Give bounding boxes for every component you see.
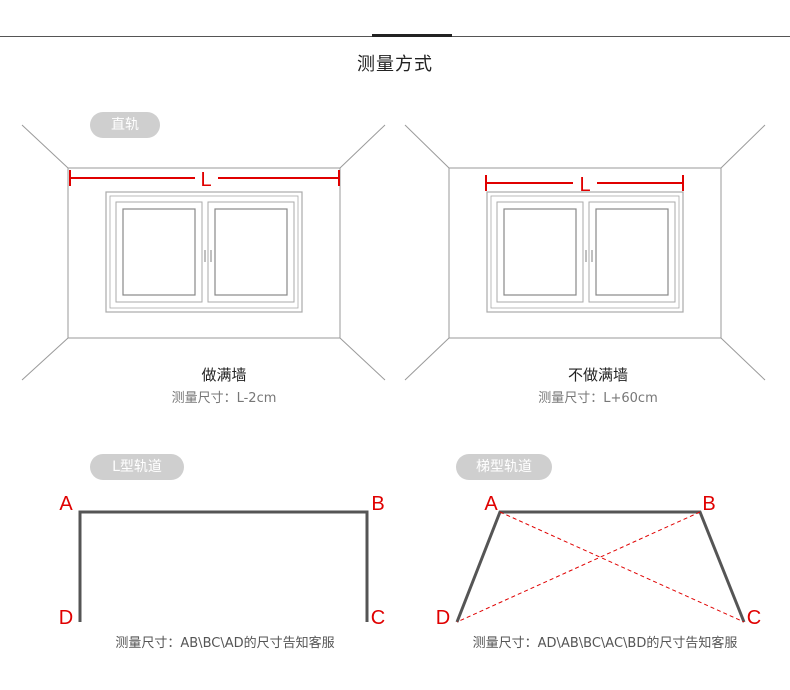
point-c-label: C — [747, 607, 761, 629]
tag-trapezoid-track: 梯型轨道 — [456, 454, 552, 480]
dimension-line-full-wall — [69, 170, 340, 186]
caption-measure: 测量尺寸：L-2cm — [171, 391, 277, 406]
caption-measure: 测量尺寸：L+60cm — [538, 391, 658, 406]
caption-title: 不做满墙 — [567, 366, 628, 384]
dimension-label-l: L — [200, 169, 211, 191]
caption-full-wall: 做满墙 测量尺寸：L-2cm — [104, 364, 344, 406]
l-track-shape — [78, 510, 369, 622]
dimension-line-not-full-wall — [485, 175, 684, 191]
room-full-wall — [21, 124, 386, 381]
point-a-label: A — [484, 493, 498, 515]
l-track-measure-note: 测量尺寸：AB\BC\AD的尺寸告知客服 — [115, 636, 335, 651]
dimension-label-l: L — [579, 174, 590, 196]
room-not-full-wall — [404, 124, 766, 381]
window-full-wall — [105, 191, 303, 313]
header-accent-bar — [372, 34, 452, 37]
point-c-label: C — [371, 607, 385, 629]
caption-title: 做满墙 — [201, 366, 247, 384]
trapezoid-measure-note: 测量尺寸：AD\AB\BC\AC\BD的尺寸告知客服 — [472, 636, 738, 651]
trapezoid-diagonals — [456, 511, 745, 623]
point-b-label: B — [702, 493, 715, 515]
window-not-full-wall — [486, 191, 684, 313]
caption-not-full-wall: 不做满墙 测量尺寸：L+60cm — [478, 364, 718, 406]
point-d-label: D — [436, 607, 450, 629]
page-title: 测量方式 — [357, 54, 433, 75]
tag-l-track: L型轨道 — [90, 454, 184, 480]
trapezoid-track-shape — [455, 510, 746, 623]
point-b-label: B — [371, 493, 384, 515]
point-a-label: A — [59, 493, 73, 515]
tag-straight-track: 直轨 — [90, 112, 160, 138]
point-d-label: D — [59, 607, 73, 629]
